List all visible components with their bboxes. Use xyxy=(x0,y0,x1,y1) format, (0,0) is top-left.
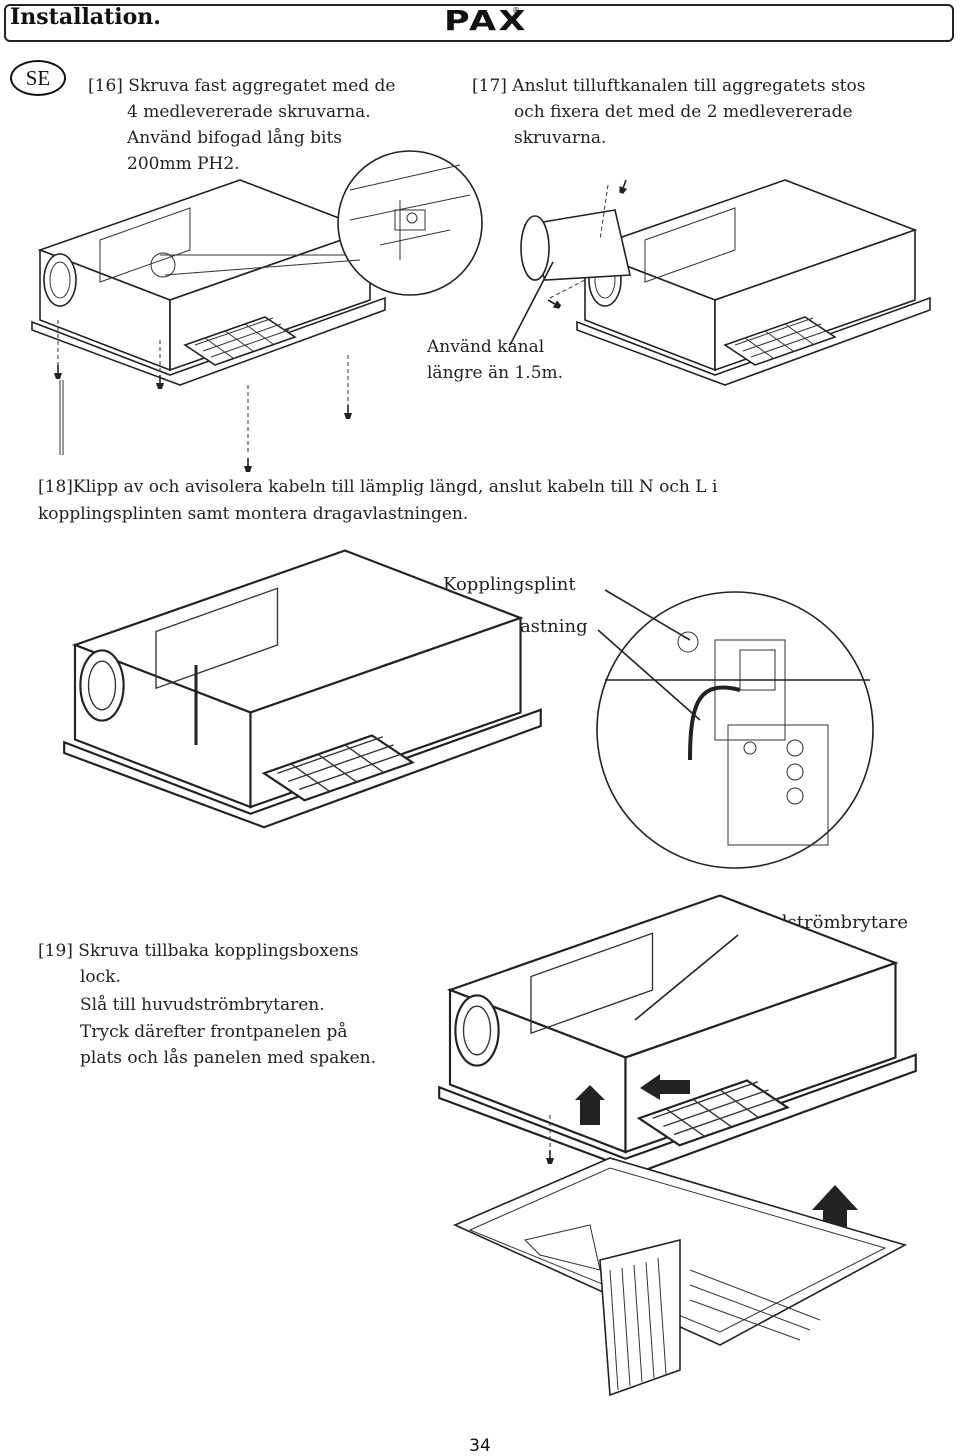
registered-mark: ® xyxy=(512,6,520,15)
callout-terminal-block: Kopplingsplint xyxy=(443,574,576,595)
step-19-line-2: lock. xyxy=(80,967,121,987)
step-19-unit-drawing xyxy=(438,894,917,1174)
step-16-line-3: Använd bifogad lång bits xyxy=(127,128,343,148)
language-badge: SE xyxy=(10,60,66,96)
step-16-line-1: [16] Skruva fast aggregatet med de xyxy=(88,76,396,96)
step-16-line-2: 4 medlevererade skruvarna. xyxy=(127,102,371,122)
step-19-line-1: [19] Skruva tillbaka kopplingsboxens xyxy=(38,941,359,961)
page-number: 34 xyxy=(469,1436,491,1456)
up-arrow-icon xyxy=(575,1085,605,1125)
step-19-line-4: Tryck därefter frontpanelen på xyxy=(80,1022,348,1042)
step-17-line-2: och fixera det med de 2 medlevererade xyxy=(514,102,853,122)
step-17-unit-drawing xyxy=(576,179,931,386)
step-19-line-5: plats och lås panelen med spaken. xyxy=(80,1048,377,1068)
step-19-line-3: Slå till huvudströmbrytaren. xyxy=(80,995,325,1015)
step-16-line-4: 200mm PH2. xyxy=(127,154,240,174)
duct-note-line-1: Använd kanal xyxy=(427,337,545,357)
brand-logo: PAX xyxy=(444,4,529,37)
section-title: Installation. xyxy=(10,4,161,30)
step-17-line-3: skruvarna. xyxy=(514,128,607,148)
step-17-line-1: [17] Anslut tilluftkanalen till aggregat… xyxy=(472,76,866,96)
step-18-line-1: [18]Klipp av och avisolera kabeln till l… xyxy=(38,477,718,497)
step-16-unit-drawing xyxy=(31,179,386,386)
left-arrow-icon xyxy=(640,1074,690,1100)
duct-note-line-2: längre än 1.5m. xyxy=(427,363,564,383)
step-18-line-2: kopplingsplinten samt montera dragavlast… xyxy=(38,504,469,524)
step-18-unit-drawing xyxy=(63,549,542,829)
page-header xyxy=(4,4,954,42)
